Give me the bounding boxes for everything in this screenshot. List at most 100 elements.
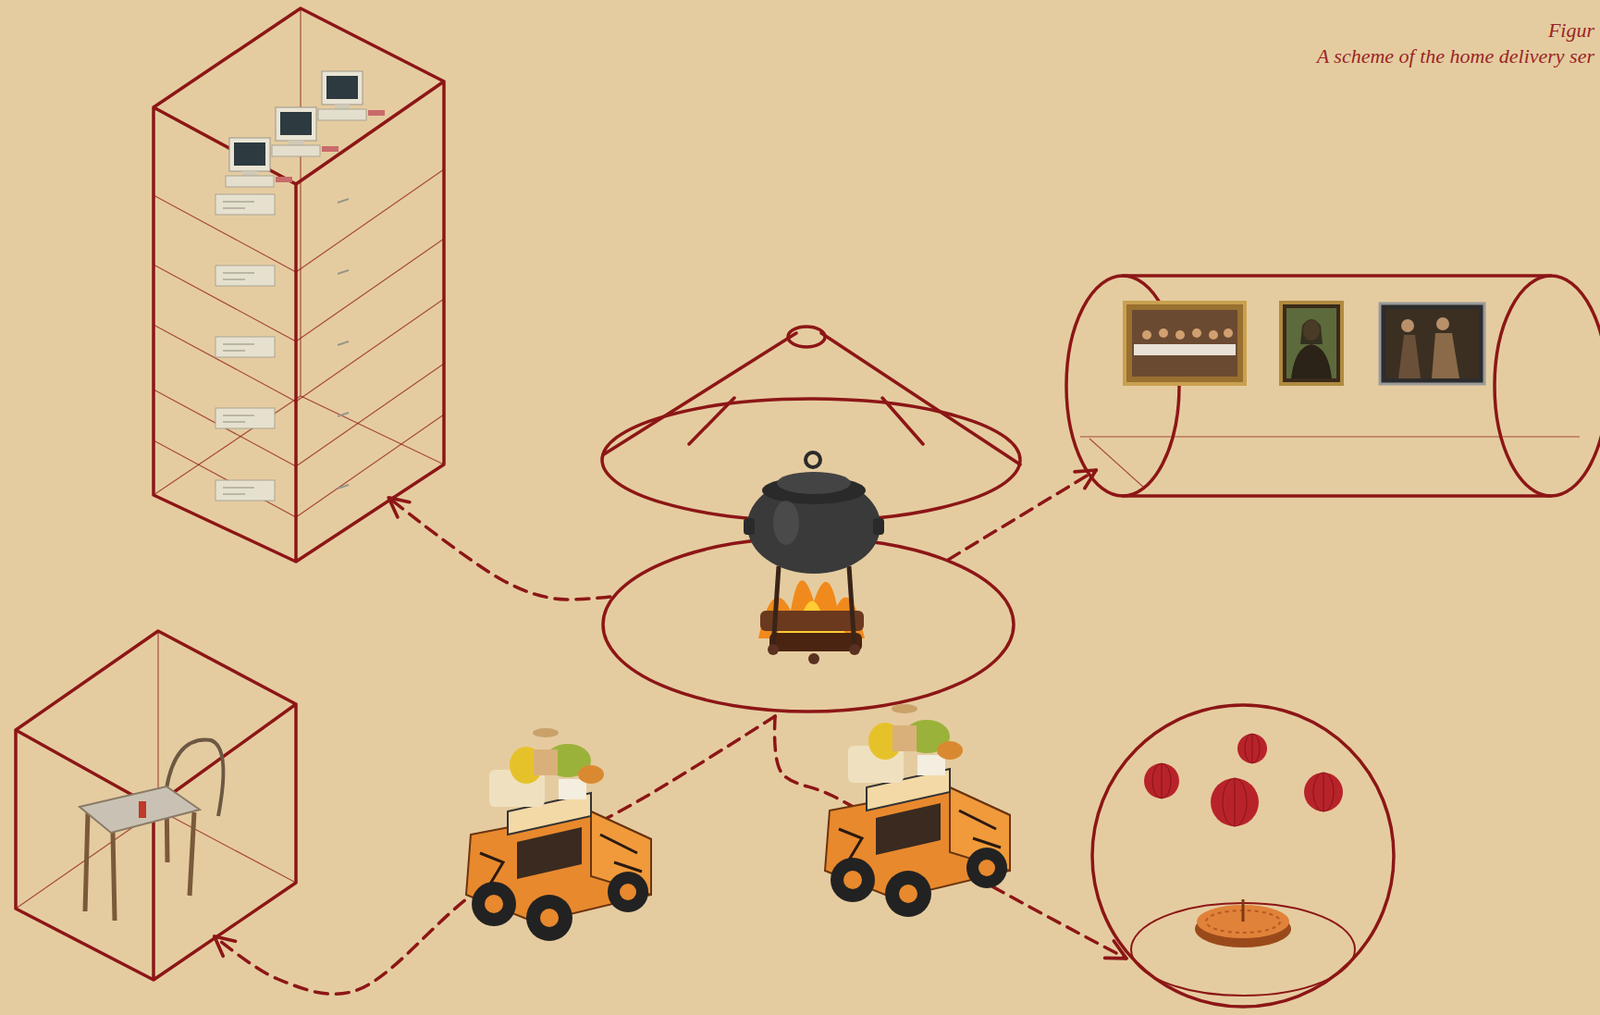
desktop-units	[337, 198, 349, 203]
outline-stroke	[1122, 275, 1551, 496]
dashed-arrow	[775, 715, 1127, 959]
computer-monitors	[318, 109, 367, 121]
toy-jeep	[526, 894, 573, 941]
desktop-units	[222, 279, 246, 281]
toy-jeep	[966, 847, 1008, 888]
toy-jeep	[516, 826, 582, 879]
node-text-group	[147, 3, 450, 567]
fire	[758, 566, 865, 665]
paper-lanterns	[1152, 763, 1171, 799]
node-text-group	[1089, 701, 1397, 1012]
server-tower	[147, 3, 450, 567]
cauldron	[743, 452, 885, 574]
outline-ellipse	[603, 537, 1014, 712]
paper-lanterns	[1323, 772, 1325, 812]
cake	[1194, 910, 1292, 948]
hidden-edge	[15, 630, 296, 909]
desktop-units	[222, 201, 255, 203]
painting	[1291, 344, 1332, 379]
painting	[1223, 328, 1233, 338]
dashed-arrow	[214, 715, 776, 994]
paper-lanterns	[1161, 763, 1163, 799]
painting	[1132, 309, 1238, 377]
chair	[79, 786, 200, 833]
toy-jeep	[848, 745, 904, 783]
desktop-units	[222, 344, 255, 345]
paper-lanterns	[1144, 733, 1343, 826]
desktop-units	[222, 421, 246, 423]
computer-monitors	[321, 146, 339, 152]
cauldron	[743, 517, 755, 535]
node-outline	[1089, 701, 1397, 1012]
toy-jeep	[875, 802, 941, 855]
toy-jeep	[558, 778, 587, 800]
chair	[189, 812, 195, 896]
computer-monitors	[225, 175, 274, 187]
computer-monitors	[225, 137, 293, 187]
computer-monitors	[321, 71, 363, 105]
hidden-edge	[153, 414, 444, 517]
fire	[758, 579, 865, 639]
toy-jeep	[619, 883, 637, 900]
painting	[1431, 332, 1460, 379]
hidden-edge	[153, 238, 444, 342]
desktop-units	[337, 270, 349, 274]
toy-jeep	[891, 703, 918, 714]
paper-lanterns	[1313, 772, 1334, 812]
outline-ellipse	[1066, 275, 1180, 496]
toy-jeep	[936, 740, 963, 760]
painting	[1379, 303, 1485, 384]
desktop-units	[215, 194, 349, 501]
computer-monitors	[288, 140, 304, 146]
outline-ellipse	[787, 326, 825, 347]
paper-lanterns	[1234, 777, 1236, 826]
toy-jeep	[480, 834, 642, 886]
computer-monitors	[271, 107, 339, 157]
chair	[166, 739, 223, 816]
painting	[1303, 320, 1320, 341]
chair	[79, 739, 223, 921]
cauldron	[776, 471, 851, 494]
toy-jeep	[903, 719, 950, 753]
outline-ellipse	[1494, 275, 1600, 496]
desktop-units	[215, 480, 275, 501]
paper-lanterns	[1144, 763, 1180, 799]
computer-monitors	[271, 145, 320, 157]
painting	[1142, 330, 1152, 340]
desktop-units	[215, 336, 349, 357]
toy-jeep	[898, 884, 918, 903]
painting	[1401, 319, 1415, 333]
painting	[1300, 319, 1323, 345]
painting	[1280, 302, 1342, 384]
figure-title: Figur	[1548, 18, 1595, 43]
fire	[769, 632, 862, 652]
toy-jeep	[868, 722, 902, 760]
fire	[773, 566, 779, 648]
toy-jeep	[509, 746, 543, 784]
toy-jeep	[533, 749, 558, 776]
paper-lanterns	[1210, 777, 1259, 826]
computer-monitors	[229, 137, 271, 172]
node-outline	[596, 321, 1024, 716]
paper-lanterns	[1304, 772, 1343, 812]
cauldron	[873, 517, 885, 535]
figure-caption: A scheme of the home delivery ser	[1316, 44, 1595, 69]
toy-jeep	[866, 768, 950, 811]
node-text-group	[596, 321, 1024, 716]
toy-jeep	[607, 871, 649, 912]
painting	[1280, 302, 1342, 384]
desktop-units	[222, 493, 246, 495]
painting	[1124, 302, 1245, 384]
chair	[166, 791, 168, 862]
hidden-edge	[153, 298, 444, 402]
computer-monitors	[326, 75, 358, 99]
toy-jeep	[489, 769, 545, 807]
toy-jeep	[536, 730, 555, 750]
painting	[1133, 344, 1236, 356]
toy-jeep	[895, 706, 914, 726]
paper-lanterns	[1144, 763, 1180, 799]
computer-monitors	[242, 171, 258, 176]
hidden-edge	[153, 8, 444, 495]
